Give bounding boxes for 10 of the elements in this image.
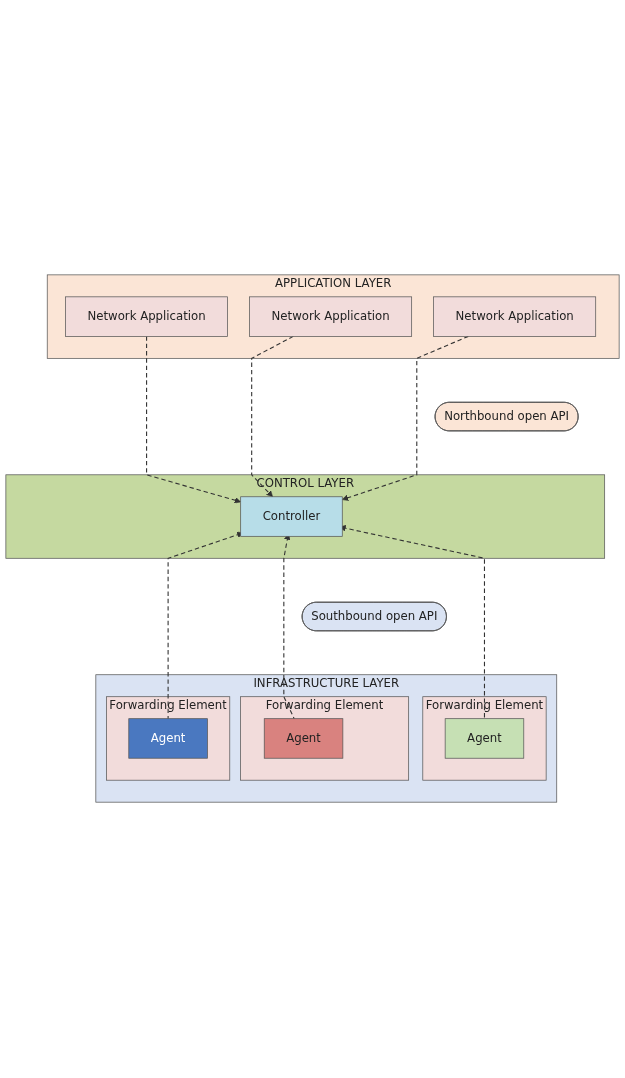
node-box: Network Application <box>249 296 413 338</box>
node-box: Agent <box>444 718 525 760</box>
node-box: Agent <box>263 718 344 760</box>
node-box: Network Application <box>433 296 597 338</box>
node-box: Agent <box>128 718 208 760</box>
node-box: Controller <box>240 496 343 538</box>
arrow <box>341 336 469 502</box>
node-box: Network Application <box>65 296 228 338</box>
arrow <box>251 336 294 498</box>
arrow <box>146 336 241 504</box>
